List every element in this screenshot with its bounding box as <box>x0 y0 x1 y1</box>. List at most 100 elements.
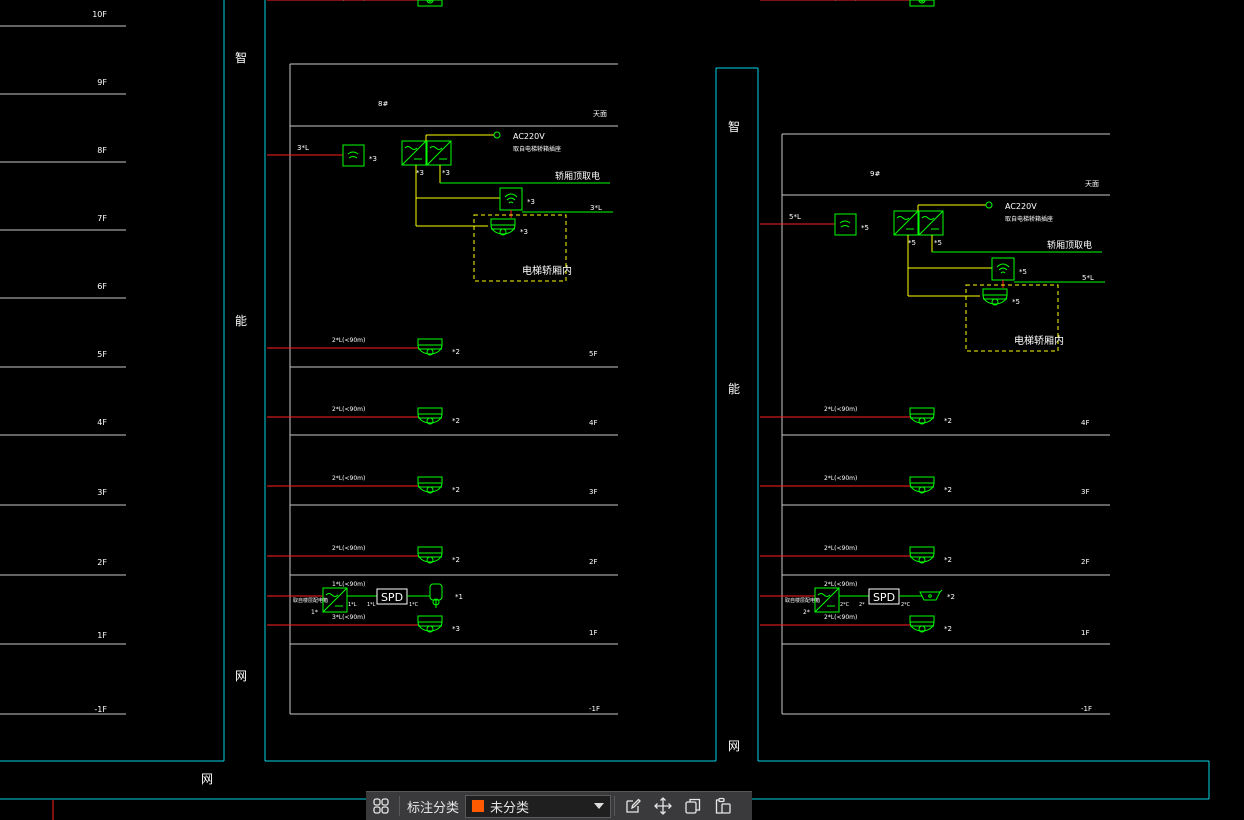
spd-n2: 2*C <box>840 602 850 608</box>
spd-power-note: 取自楼层配电箱 <box>785 597 820 604</box>
floor-cable-label: 2*L(<90m) <box>824 545 857 552</box>
left-floor-label: 10F <box>92 10 107 19</box>
floor-label: 2F <box>589 558 597 566</box>
power-source-note: 取自电梯轿箱插座 <box>513 145 561 153</box>
annotation-toolbar: 标注分类 未分类 <box>366 791 752 820</box>
elevator-car-label: 电梯轿厢内 <box>522 264 572 277</box>
ups-count: *5 <box>934 239 942 247</box>
power-converter[interactable] <box>918 210 944 236</box>
power-converter[interactable] <box>426 140 452 166</box>
network-label: 智 <box>235 50 247 65</box>
left-floor-label: 3F <box>97 488 107 497</box>
spd-cable-label: 1*L(<90m) <box>332 581 365 588</box>
floor-label: -1F <box>1081 705 1092 713</box>
power-converter[interactable] <box>401 140 427 166</box>
basement-camera-count: *1 <box>944 0 952 2</box>
wireless-bridge[interactable] <box>991 257 1015 281</box>
spd-n2: 1*L <box>348 602 357 608</box>
poe-switch[interactable] <box>834 213 857 236</box>
ups-count: *5 <box>908 239 916 247</box>
basement-cable-label: 3*L(<90m) <box>332 0 365 2</box>
wall-camera[interactable] <box>919 589 943 601</box>
basement-cable-label: 3*L(<90m) <box>332 0 365 2</box>
floor-camera-count: *3 <box>452 625 460 633</box>
bullet-camera[interactable] <box>429 583 443 608</box>
ups-count: *3 <box>416 169 424 177</box>
dome-camera[interactable] <box>417 407 443 425</box>
floor-cable-label: 3*L(<90m) <box>332 614 365 621</box>
building-b-grid <box>781 133 1110 715</box>
chevron-down-icon <box>594 802 605 809</box>
grid-icon[interactable] <box>366 793 396 820</box>
power-terminal <box>985 201 993 209</box>
floor-camera-count: *2 <box>944 486 952 494</box>
wall-camera[interactable] <box>921 0 934 1</box>
dome-camera[interactable] <box>909 546 935 564</box>
dome-camera[interactable] <box>417 476 443 494</box>
spd-label: SPD <box>873 591 895 604</box>
left-building-floor-lines <box>0 25 126 715</box>
bridge-count: *3 <box>527 198 535 206</box>
switch-count: *3 <box>369 155 377 163</box>
left-floor-label: 7F <box>97 214 107 223</box>
basement-camera-count: *3 <box>452 0 460 2</box>
left-floor-label: 8F <box>97 146 107 155</box>
power-source-note: 取自电梯轿箱插座 <box>1005 215 1053 223</box>
wireless-bridge[interactable] <box>499 187 523 211</box>
left-floor-label: 5F <box>97 350 107 359</box>
spd-n3: 2* <box>859 602 865 608</box>
dome-camera[interactable] <box>417 546 443 564</box>
paste-icon[interactable] <box>708 793 738 820</box>
floor-camera-count: *2 <box>452 556 460 564</box>
dome-camera[interactable] <box>910 0 935 7</box>
dome-camera[interactable] <box>909 407 935 425</box>
elevator-car-box <box>965 284 1059 352</box>
floor-cable-label: 2*L(<90m) <box>824 475 857 482</box>
ups-count: *3 <box>442 169 450 177</box>
floor-camera-count: *2 <box>944 556 952 564</box>
category-label: 标注分类 <box>407 800 460 816</box>
floor-cable-label: 2*L(<90m) <box>332 545 365 552</box>
switch-cable-label: 3*L <box>297 144 309 152</box>
network-label: 能 <box>235 314 247 328</box>
dome-camera[interactable] <box>909 476 935 494</box>
floor-label: 1F <box>1081 629 1089 637</box>
floor-label: 3F <box>1081 488 1089 496</box>
bridge-count: *5 <box>1019 268 1027 276</box>
dome-camera[interactable] <box>417 338 443 356</box>
category-select[interactable]: 未分类 <box>465 794 612 818</box>
wall-camera[interactable] <box>429 0 442 1</box>
elevator-dome-camera[interactable] <box>982 288 1008 306</box>
elevator-camera-count: *5 <box>1012 298 1020 306</box>
switch-count: *5 <box>861 224 869 232</box>
spd-n4: 2*C <box>901 602 911 608</box>
toolbar-divider <box>614 796 616 816</box>
left-floor-label: -1F <box>94 705 107 714</box>
car-top-label: 轿厢顶取电 <box>555 170 600 182</box>
roof-floor-label: 8# <box>378 100 388 108</box>
poe-switch[interactable] <box>342 144 365 167</box>
network-frame <box>0 0 1210 800</box>
basement-camera-count: *3 <box>452 0 460 2</box>
spd-power-module[interactable] <box>814 587 840 613</box>
category-color-swatch <box>472 800 485 812</box>
dome-camera[interactable] <box>909 615 935 633</box>
power-converter[interactable] <box>893 210 919 236</box>
category-selected-value: 未分类 <box>490 800 530 816</box>
edit-icon[interactable] <box>618 793 648 820</box>
roof-floor-label: 9# <box>870 170 880 178</box>
floor-cable-label: 2*L(<90m) <box>824 614 857 621</box>
spd-power-module[interactable] <box>322 587 348 613</box>
dome-camera[interactable] <box>418 0 443 7</box>
dome-camera[interactable] <box>417 615 443 633</box>
elevator-dome-camera[interactable] <box>490 218 516 236</box>
floor-cable-label: 2*L(<90m) <box>332 406 365 413</box>
elevator-camera-count: *3 <box>520 228 528 236</box>
floor-camera-count: *2 <box>452 486 460 494</box>
copy-icon[interactable] <box>678 793 708 820</box>
network-label: 网 <box>201 772 213 786</box>
roof-label: 天面 <box>1085 180 1099 188</box>
spd-power-note: 取自楼层配电箱 <box>293 597 328 604</box>
move-icon[interactable] <box>648 793 678 820</box>
